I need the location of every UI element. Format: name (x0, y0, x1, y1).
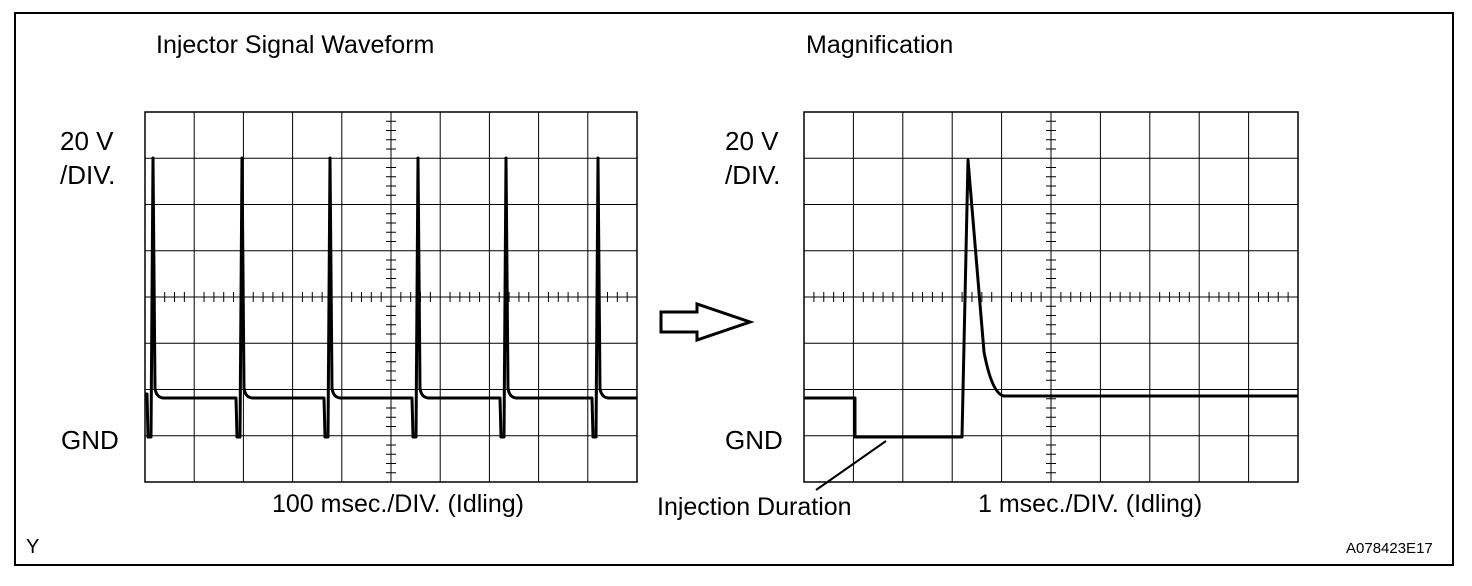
right-div-unit: /DIV. (725, 160, 781, 190)
injection-duration-label: Injection Duration (657, 493, 852, 521)
corner-letter: Y (26, 536, 40, 558)
figure-frame (14, 12, 1454, 566)
left-div-unit: /DIV. (60, 160, 116, 190)
figure-code: A078423E17 (1346, 540, 1433, 557)
right-oscilloscope-grid (803, 111, 1299, 483)
right-gnd-label: GND (725, 425, 783, 455)
injection-duration-leader-line (815, 440, 887, 491)
magnification-arrow-icon (659, 301, 755, 343)
left-volts-value: 20 V (60, 126, 114, 156)
left-oscilloscope-grid (144, 111, 638, 483)
right-volts-value: 20 V (725, 126, 779, 156)
left-panel-title: Injector Signal Waveform (156, 31, 435, 59)
left-gnd-label: GND (61, 425, 119, 455)
left-volts-per-div-label: 20 V /DIV. (60, 124, 115, 192)
left-timebase-label: 100 msec./DIV. (Idling) (272, 490, 524, 518)
right-magnified-waveform (804, 158, 1298, 439)
right-volts-per-div-label: 20 V /DIV. (725, 124, 780, 192)
left-injector-waveform (145, 156, 637, 439)
right-timebase-label: 1 msec./DIV. (Idling) (978, 490, 1203, 518)
right-panel-title: Magnification (806, 31, 954, 59)
